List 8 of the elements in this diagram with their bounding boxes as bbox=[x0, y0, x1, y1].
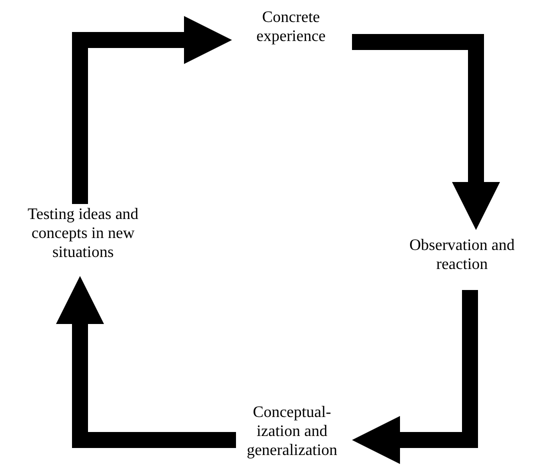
node-label: Conceptual- ization and generalization bbox=[246, 403, 338, 460]
node-label: Observation and reaction bbox=[408, 236, 516, 274]
arrow bbox=[352, 290, 478, 464]
node-label: Testing ideas and concepts in new situations bbox=[26, 205, 140, 262]
arrow bbox=[352, 34, 500, 230]
arrow bbox=[72, 16, 232, 204]
arrow bbox=[56, 276, 236, 448]
node-label: Concrete experience bbox=[255, 8, 327, 46]
